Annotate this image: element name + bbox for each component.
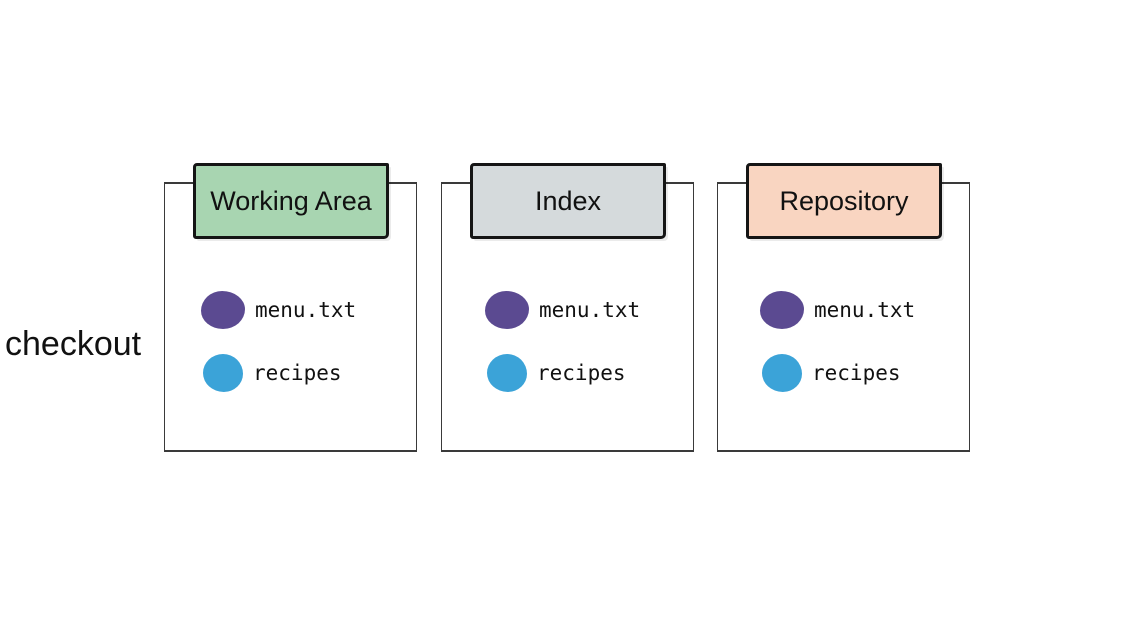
file-label: menu.txt bbox=[539, 298, 641, 322]
folder-label: recipes bbox=[812, 361, 901, 385]
working-area-item-menu: menu.txt bbox=[201, 290, 356, 330]
working-area-title: Working Area bbox=[193, 163, 389, 239]
blue-circle-icon bbox=[487, 354, 527, 392]
blue-circle-icon bbox=[203, 354, 243, 392]
command-label: checkout bbox=[5, 325, 142, 363]
file-label: menu.txt bbox=[814, 298, 916, 322]
index-title: Index bbox=[470, 163, 666, 239]
file-label: menu.txt bbox=[255, 298, 357, 322]
purple-circle-icon bbox=[760, 291, 804, 329]
purple-circle-icon bbox=[485, 291, 529, 329]
purple-circle-icon bbox=[201, 291, 245, 329]
index-item-recipes: recipes bbox=[487, 353, 626, 393]
repository-item-recipes: recipes bbox=[762, 353, 901, 393]
folder-label: recipes bbox=[253, 361, 342, 385]
repository-title: Repository bbox=[746, 163, 942, 239]
repository-item-menu: menu.txt bbox=[760, 290, 915, 330]
index-item-menu: menu.txt bbox=[485, 290, 640, 330]
blue-circle-icon bbox=[762, 354, 802, 392]
working-area-item-recipes: recipes bbox=[203, 353, 342, 393]
folder-label: recipes bbox=[537, 361, 626, 385]
